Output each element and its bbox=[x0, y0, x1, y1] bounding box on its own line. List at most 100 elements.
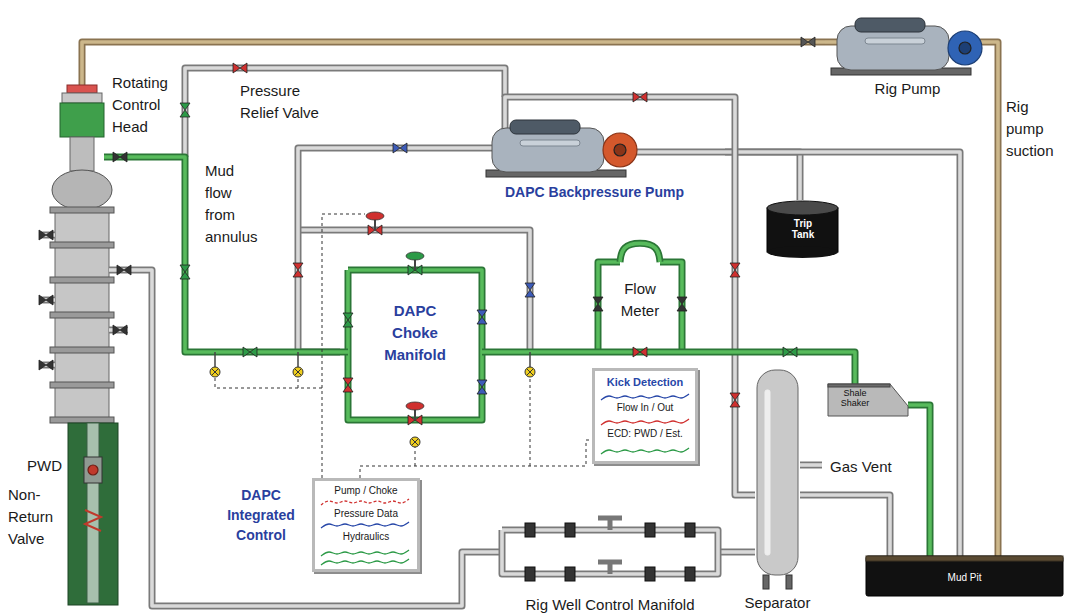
component-label: Rotating Control Head bbox=[112, 72, 184, 138]
pump-hood bbox=[855, 18, 925, 32]
pipe bbox=[660, 262, 682, 352]
valve-half bbox=[243, 347, 250, 357]
valve-label: Non-Return Valve bbox=[8, 484, 62, 550]
valve-symbol bbox=[677, 297, 687, 311]
panel-text: Pressure Data bbox=[315, 508, 417, 521]
pipe-outline bbox=[340, 349, 348, 356]
valve-half bbox=[180, 272, 190, 279]
control-signal-line bbox=[360, 440, 592, 478]
sensor-stem bbox=[214, 352, 216, 367]
well-control-manifold: Rig Well Control Manifold bbox=[490, 512, 730, 614]
valve-half bbox=[293, 263, 303, 270]
valve-half bbox=[343, 320, 353, 327]
sensor-symbol bbox=[525, 367, 535, 377]
pipe bbox=[800, 463, 822, 467]
pipe bbox=[298, 148, 480, 352]
valve-half bbox=[120, 325, 127, 335]
valve-half bbox=[477, 310, 487, 317]
tank-top bbox=[767, 201, 838, 215]
valve-half bbox=[477, 380, 487, 387]
control-signal-line bbox=[215, 377, 322, 478]
valve-half bbox=[415, 415, 422, 425]
valve-symbol bbox=[730, 393, 740, 407]
manifold-valve bbox=[685, 567, 695, 581]
valve-symbol bbox=[477, 380, 487, 394]
pipe-connector bbox=[990, 42, 998, 556]
pipe bbox=[635, 150, 725, 154]
trace-line bbox=[321, 559, 409, 565]
pwd-tool bbox=[84, 457, 102, 483]
valve-half bbox=[677, 297, 687, 304]
vessel-leg bbox=[763, 575, 769, 589]
pipe-outline bbox=[800, 495, 890, 556]
trip-tank: Trip Tank bbox=[765, 200, 840, 258]
valve-half bbox=[120, 152, 127, 162]
kick-detection-panel: Kick DetectionFlow In / OutECD: PWD / Es… bbox=[592, 368, 698, 464]
valve-half bbox=[375, 225, 382, 235]
manifold-valve bbox=[565, 567, 575, 581]
valve-half bbox=[525, 290, 535, 297]
valve-symbol bbox=[393, 143, 407, 153]
valve-symbol bbox=[633, 347, 647, 357]
manifold-label: DAPC Choke Manifold bbox=[371, 300, 459, 366]
flow-label: Mud flow from annulus bbox=[205, 160, 261, 248]
valve-half bbox=[113, 152, 120, 162]
pipe-connector bbox=[730, 552, 755, 553]
valve-symbol bbox=[39, 360, 53, 370]
valve-half bbox=[46, 360, 53, 370]
shale-shaker: Shale Shaker bbox=[828, 376, 908, 422]
valve-half bbox=[393, 143, 400, 153]
pipe-outline bbox=[800, 462, 822, 469]
valve-half bbox=[39, 295, 46, 305]
rch-body bbox=[60, 103, 104, 137]
pump-hub bbox=[959, 42, 971, 54]
valve-half bbox=[39, 230, 46, 240]
flange bbox=[50, 277, 114, 283]
pipe-connector bbox=[800, 495, 890, 556]
sensor-symbol bbox=[410, 437, 420, 447]
valve-half bbox=[730, 270, 740, 277]
valve-half bbox=[783, 347, 790, 357]
pit-mud bbox=[866, 556, 1063, 561]
sensor-symbol bbox=[293, 367, 303, 377]
valve-symbol bbox=[801, 37, 815, 47]
valve-half bbox=[180, 110, 190, 117]
trace-line bbox=[601, 419, 689, 425]
pipe-outline bbox=[635, 149, 725, 156]
control-signal-line bbox=[298, 377, 299, 388]
separator-vessel: Separator bbox=[755, 370, 800, 614]
panel-text: ECD: PWD / Est. bbox=[595, 428, 695, 441]
valve-half bbox=[677, 304, 687, 311]
pit-label: Mud Pit bbox=[866, 572, 1063, 585]
valve-symbol bbox=[113, 325, 127, 335]
pump-band bbox=[520, 140, 580, 146]
rch-ring bbox=[62, 93, 102, 103]
pipe-outline bbox=[490, 349, 590, 356]
panel-text: Kick Detection bbox=[595, 376, 695, 390]
pipe bbox=[140, 270, 490, 606]
pump-wheel bbox=[603, 133, 637, 167]
flange bbox=[50, 382, 114, 388]
pipe-outline bbox=[140, 270, 490, 606]
valve-half bbox=[730, 393, 740, 400]
valve-actuator bbox=[406, 402, 424, 410]
equipment-illustration bbox=[755, 370, 800, 614]
line-label: Rig pump suction bbox=[1006, 96, 1066, 162]
valve-symbol bbox=[117, 265, 131, 275]
pipe-outline bbox=[82, 42, 825, 85]
valve-half bbox=[415, 265, 422, 275]
valve-symbol bbox=[39, 230, 53, 240]
choke-manifold: DAPC Choke Manifold bbox=[340, 262, 490, 428]
flow-meter: Flow Meter bbox=[590, 242, 690, 354]
valve-half bbox=[46, 295, 53, 305]
panel-text: Flow In / Out bbox=[595, 402, 695, 415]
pipe-connector bbox=[490, 352, 590, 353]
tool-label: PWD bbox=[27, 455, 67, 477]
sensor-symbol bbox=[210, 367, 220, 377]
valve-symbol bbox=[633, 92, 647, 102]
manifold-tee bbox=[598, 518, 622, 530]
pump-band bbox=[865, 38, 925, 44]
sensor-cross bbox=[295, 369, 301, 375]
control-signal-line bbox=[415, 447, 416, 466]
valve-symbol bbox=[39, 295, 53, 305]
